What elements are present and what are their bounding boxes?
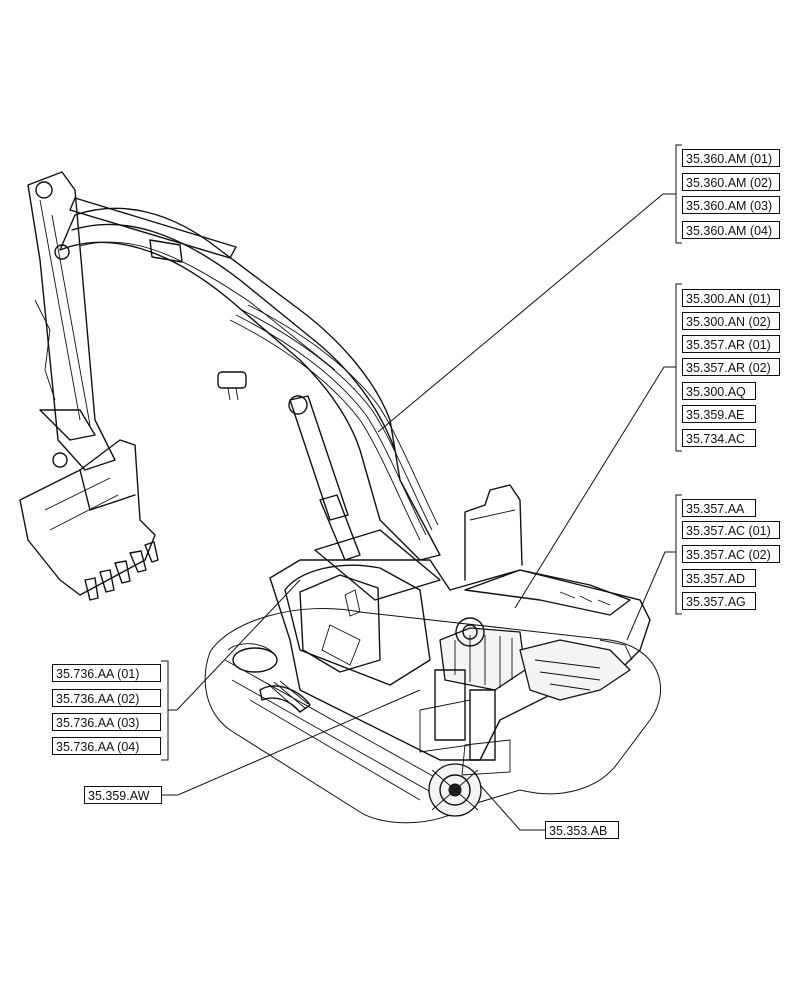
callout-35-736-aa-01: 35.736.AA (01) bbox=[52, 664, 161, 682]
callout-35-736-aa-02: 35.736.AA (02) bbox=[52, 689, 161, 707]
upper-structure bbox=[269, 484, 651, 761]
callout-35-357-aa: 35.357.AA bbox=[682, 499, 756, 517]
boom bbox=[59, 197, 441, 561]
callout-35-357-ag: 35.357.AG bbox=[682, 592, 756, 610]
callout-35-300-an-01: 35.300.AN (01) bbox=[682, 289, 780, 307]
valve-area bbox=[419, 617, 633, 776]
callout-35-357-ar-01: 35.357.AR (01) bbox=[682, 335, 780, 353]
callout-35-300-an-02: 35.300.AN (02) bbox=[682, 312, 780, 330]
bucket bbox=[19, 439, 159, 601]
callout-35-357-ar-02: 35.357.AR (02) bbox=[682, 358, 780, 376]
track-outline bbox=[204, 607, 662, 824]
travel-motor-drawing bbox=[428, 763, 482, 817]
callout-35-360-am-03: 35.360.AM (03) bbox=[682, 196, 780, 214]
callout-35-353-ab: 35.353.AB bbox=[545, 821, 619, 839]
callout-35-736-aa-03: 35.736.AA (03) bbox=[52, 713, 161, 731]
callout-35-359-aw: 35.359.AW bbox=[84, 786, 162, 804]
callout-35-357-ac-02: 35.357.AC (02) bbox=[682, 545, 780, 563]
callout-35-734-ac: 35.734.AC bbox=[682, 429, 756, 447]
callout-35-360-am-04: 35.360.AM (04) bbox=[682, 221, 780, 239]
callout-35-357-ad: 35.357.AD bbox=[682, 569, 756, 587]
callout-35-360-am-01: 35.360.AM (01) bbox=[682, 149, 780, 167]
callout-35-736-aa-04: 35.736.AA (04) bbox=[52, 737, 161, 755]
arm bbox=[27, 171, 116, 471]
callout-35-360-am-02: 35.360.AM (02) bbox=[682, 173, 780, 191]
callout-35-357-ac-01: 35.357.AC (01) bbox=[682, 521, 780, 539]
idler-drawing bbox=[232, 647, 311, 713]
callout-35-300-aq: 35.300.AQ bbox=[682, 382, 756, 400]
leader-lines bbox=[161, 144, 682, 831]
callout-35-359-ae: 35.359.AE bbox=[682, 405, 756, 423]
